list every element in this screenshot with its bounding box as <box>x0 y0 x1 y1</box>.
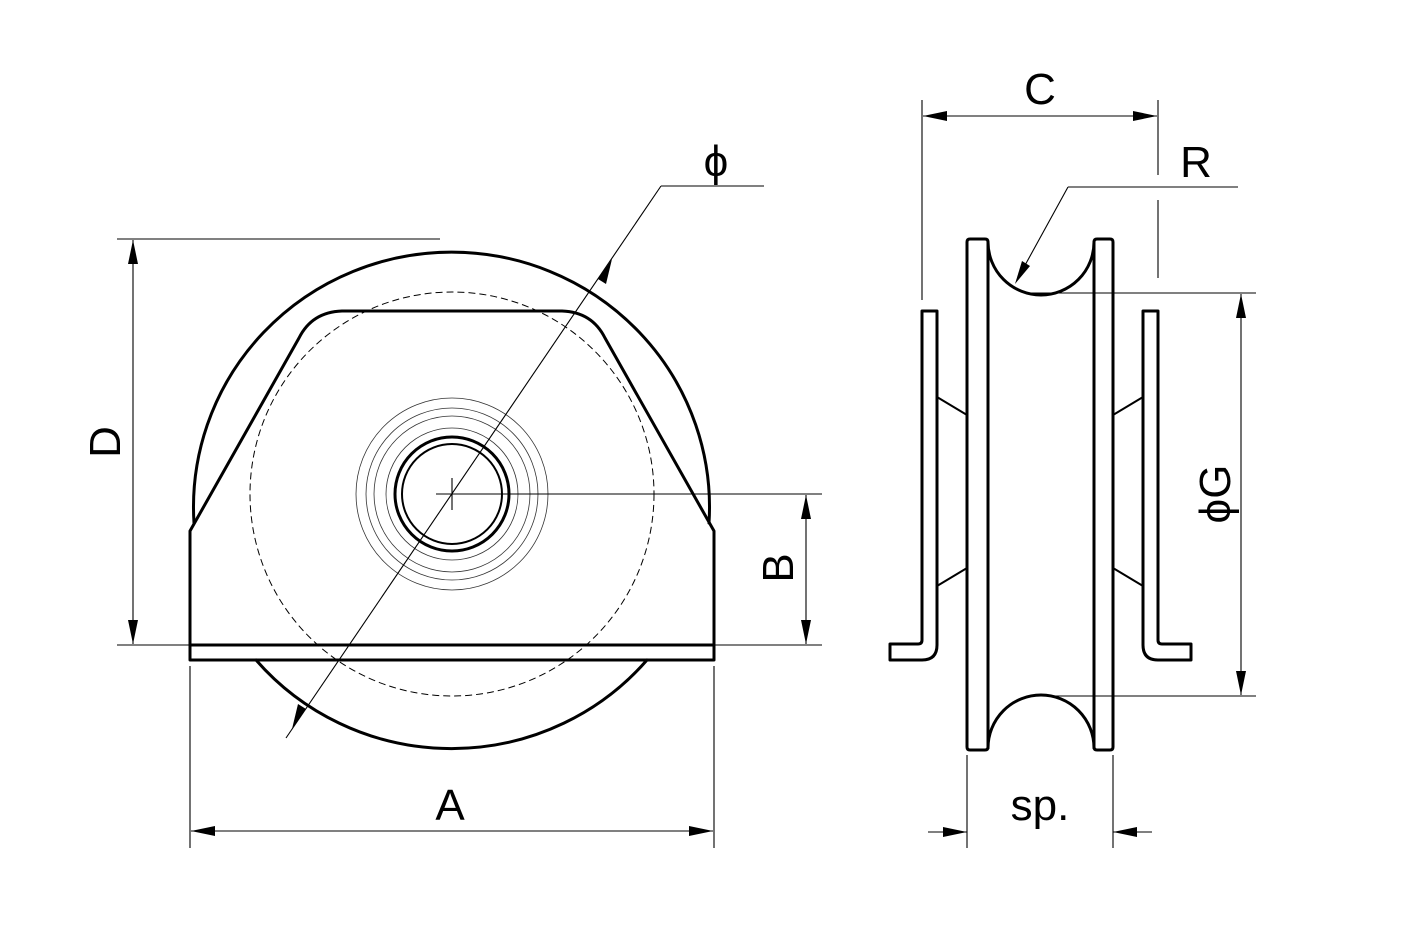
dimension-diameter: ϕ <box>285 137 764 739</box>
arrowhead <box>801 495 811 519</box>
dimension-sp: sp. <box>928 755 1152 848</box>
dimension-c: C <box>921 65 1159 300</box>
hub-cone-left <box>936 396 968 587</box>
arrowhead <box>128 240 138 264</box>
arrowhead <box>128 620 138 644</box>
arrowhead <box>191 826 215 836</box>
wheel-left-flange <box>965 237 990 752</box>
label-c: C <box>1024 65 1056 114</box>
dimension-r: R <box>1015 138 1238 284</box>
label-a: A <box>435 781 465 830</box>
label-r: R <box>1180 138 1212 187</box>
arrowhead <box>1113 827 1137 837</box>
bracket-right-side <box>1141 309 1193 662</box>
dimension-g: ϕG <box>1030 292 1256 697</box>
groove-bottom <box>986 693 1096 750</box>
front-view <box>188 250 716 751</box>
label-phi: ϕ <box>704 137 729 186</box>
arrowhead <box>1236 294 1246 318</box>
dimension-b: B <box>468 493 822 646</box>
wheel-lower-edge <box>254 658 649 751</box>
wheel-outer-edge <box>192 250 711 525</box>
bracket-left-side <box>888 309 939 662</box>
label-b: B <box>754 553 803 582</box>
arrowhead <box>1133 111 1157 121</box>
side-view <box>888 237 1193 752</box>
label-phi-g: ϕG <box>1191 465 1240 524</box>
label-d: D <box>81 426 130 458</box>
arrowhead <box>1236 671 1246 695</box>
dimension-d: D <box>81 238 440 646</box>
arrowhead <box>801 620 811 644</box>
hub-cone-right <box>1112 396 1144 587</box>
wheel-right-flange <box>1092 237 1115 752</box>
bracket-base-plate <box>188 643 716 662</box>
bracket-body <box>188 309 716 647</box>
groove-top <box>986 240 1096 297</box>
dimension-a: A <box>189 666 715 848</box>
arrowhead <box>1015 261 1030 284</box>
arrowhead <box>943 827 967 837</box>
label-sp: sp. <box>1011 781 1070 830</box>
arrowhead <box>923 111 947 121</box>
arrowhead <box>689 826 713 836</box>
arrowhead <box>598 259 612 284</box>
arrowhead <box>292 704 306 729</box>
